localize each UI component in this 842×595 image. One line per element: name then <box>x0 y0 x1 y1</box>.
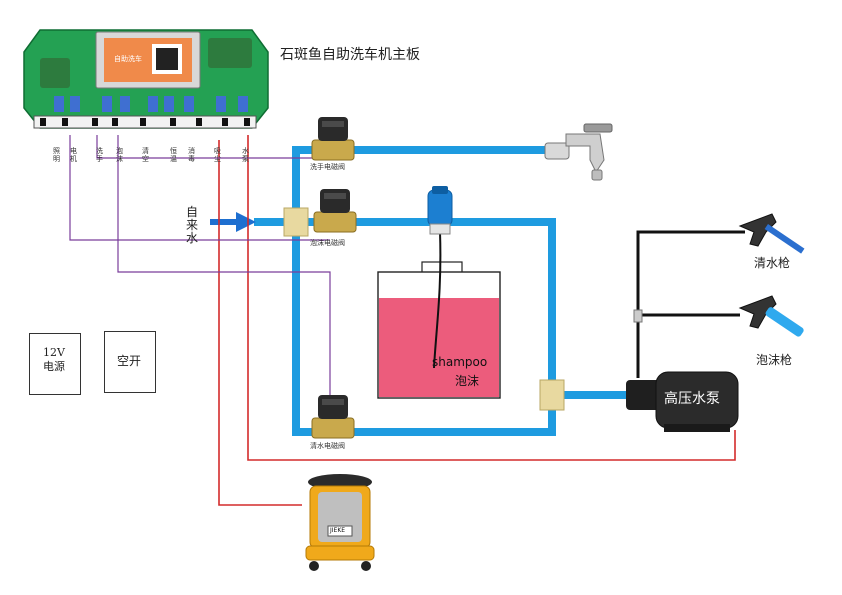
shampoo-tank <box>377 231 501 399</box>
foam-valve-label: 泡沫电磁阀 <box>310 239 345 247</box>
pump-label: 高压水泵 <box>664 391 720 407</box>
hose-coupler <box>633 309 643 323</box>
foam-gun-icon <box>738 295 804 337</box>
breaker-label: 空开 <box>116 354 141 368</box>
tank-chinese-label: 泡沫 <box>455 374 480 388</box>
tee-fitting-outlet <box>539 379 565 411</box>
terminal-label: 水泵 <box>242 147 249 163</box>
terminal-label: 清空 <box>142 147 149 163</box>
hose-main <box>636 230 745 378</box>
high-pressure-pump-icon <box>626 371 739 432</box>
wire-pump <box>247 135 736 461</box>
faucet-icon <box>544 123 613 181</box>
vacuum-badge: JIEKE <box>330 527 346 534</box>
clean-water-valve-icon <box>311 395 355 439</box>
clean-gun-label: 清水枪 <box>754 256 791 270</box>
inlet-arrow <box>210 212 256 232</box>
terminal-label: 吸尘 <box>214 147 221 163</box>
red-wires <box>218 135 736 506</box>
terminal-label: 照明 <box>53 147 60 163</box>
purple-wires <box>69 135 331 400</box>
suction-tube <box>433 231 442 369</box>
terminal-label: 洗手 <box>96 147 103 163</box>
clean-water-valve-label: 清水电磁阀 <box>310 442 345 450</box>
foam-gun-label: 泡沫枪 <box>756 353 793 367</box>
hand-wash-valve-icon <box>311 117 355 161</box>
hand-wash-valve-label: 洗手电磁阀 <box>310 163 345 171</box>
tee-fitting-inlet <box>283 207 309 237</box>
main-pipe-loop <box>292 146 556 436</box>
breaker-box <box>104 331 156 393</box>
wire-clean-valve <box>117 135 331 400</box>
terminal-label: 电机 <box>70 147 77 163</box>
board-title: 石斑鱼自助洗车机主板 <box>280 47 420 63</box>
terminal-label: 消毒 <box>188 147 195 163</box>
power-supply-box <box>29 333 81 395</box>
vacuum-cleaner-icon <box>305 474 375 571</box>
high-pressure-hoses <box>636 230 745 378</box>
wire-vacuum <box>218 140 302 506</box>
tank-english-label: shampoo <box>432 355 488 369</box>
foam-valve-icon <box>313 189 357 233</box>
control-board-icon <box>23 29 269 129</box>
shampoo-liquid <box>379 298 499 397</box>
wire-hand-valve <box>96 135 322 159</box>
terminal-label: 泡沫 <box>116 147 123 163</box>
clean-water-gun-icon <box>738 213 805 254</box>
terminal-label: 恒温 <box>170 147 177 163</box>
foam-injector-icon <box>427 186 453 235</box>
wire-foam-valve <box>69 135 330 241</box>
inlet-label: 自来水 <box>186 205 199 245</box>
board-screen-text: 自助洗车 <box>114 55 142 63</box>
power-supply-label: 12V 电源 <box>43 346 65 373</box>
